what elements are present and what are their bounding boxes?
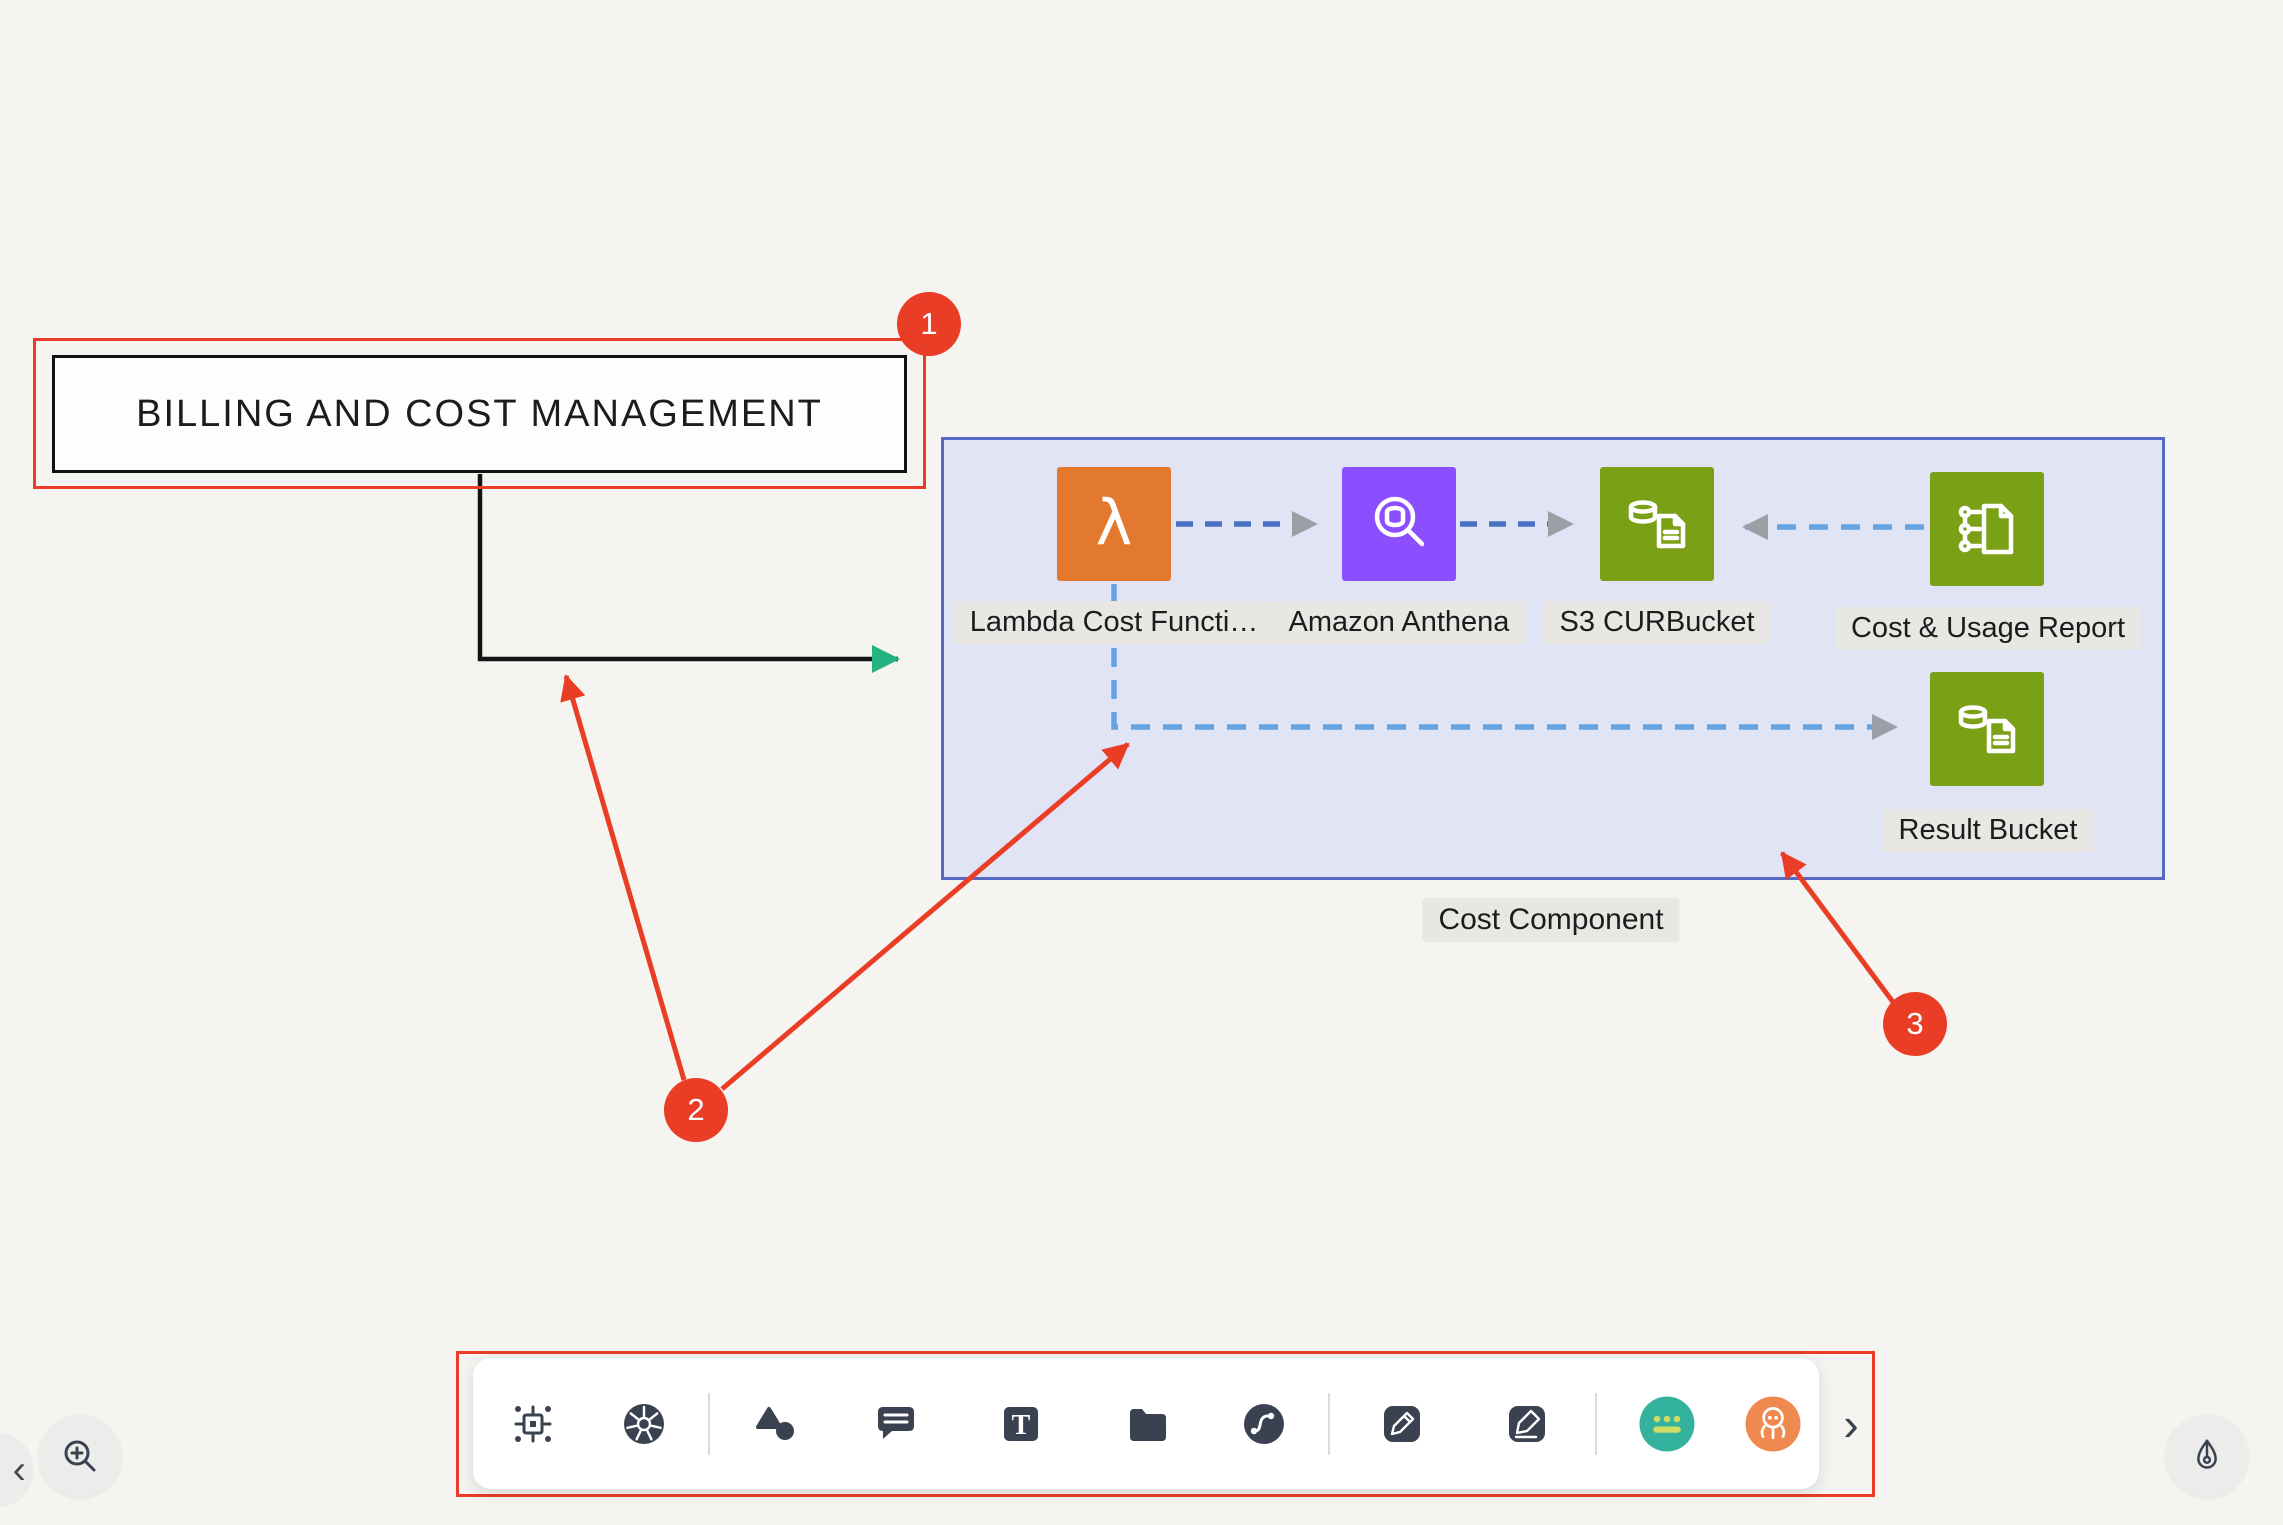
terminal-app-icon — [1639, 1396, 1695, 1452]
frame-icon — [1130, 1409, 1166, 1441]
group-label: Cost Component — [1422, 898, 1680, 942]
connector-icon — [1244, 1404, 1284, 1444]
chevron-left-icon: ‹ — [12, 1447, 26, 1492]
cost-usage-report-icon — [1958, 503, 2014, 555]
amazon-athena-icon — [1374, 496, 1425, 547]
title-node-label: BILLING AND COST MANAGEMENT — [136, 392, 823, 435]
kubernetes-button[interactable] — [608, 1388, 680, 1460]
node-label-lambda: Lambda Cost Functi… — [953, 601, 1275, 644]
pen-nib-icon — [2197, 1439, 2217, 1469]
diagram-as-code-button[interactable] — [497, 1388, 569, 1460]
node-label-s3-cur-bucket: S3 CURBucket — [1543, 601, 1771, 644]
mascot-app-icon — [1745, 1396, 1801, 1452]
toolbar-divider — [708, 1393, 710, 1455]
toolbar-expand-button[interactable]: › — [1827, 1395, 1875, 1453]
toolbar-divider — [1328, 1393, 1330, 1455]
pen-tool-button[interactable] — [2166, 1415, 2248, 1497]
comment-icon — [878, 1407, 914, 1439]
kubernetes-icon — [624, 1404, 664, 1444]
zoom-in-button[interactable] — [39, 1415, 121, 1497]
node-label-cost-usage-report: Cost & Usage Report — [1834, 607, 2142, 650]
text-icon: T — [1004, 1407, 1038, 1441]
mascot-app-button[interactable] — [1732, 1383, 1814, 1465]
svg-text:T: T — [1012, 1410, 1031, 1441]
node-lambda-cost-function[interactable]: λ — [1057, 467, 1171, 581]
aws-lambda-icon: λ — [1096, 486, 1133, 559]
svg-text:λ: λ — [1096, 486, 1133, 559]
chevron-right-icon: › — [1843, 1398, 1859, 1450]
comment-button[interactable] — [860, 1388, 932, 1460]
annotation-badge-3[interactable]: 3 — [1883, 992, 1947, 1056]
pen-button[interactable] — [1366, 1388, 1438, 1460]
s3-bucket-icon — [1958, 705, 2016, 754]
connector-billing-to-group[interactable] — [477, 474, 900, 673]
s3-bucket-icon — [1628, 500, 1686, 549]
shapes-button[interactable] — [740, 1388, 812, 1460]
node-label-result-bucket: Result Bucket — [1882, 809, 2094, 852]
node-label-athena: Amazon Anthena — [1272, 601, 1526, 644]
text-button[interactable]: T — [985, 1388, 1057, 1460]
frame-button[interactable] — [1110, 1388, 1182, 1460]
toolbar-divider — [1595, 1393, 1597, 1455]
annotation-badge-1[interactable]: 1 — [897, 292, 961, 356]
node-result-bucket[interactable] — [1930, 672, 2044, 786]
pen-icon — [1384, 1406, 1420, 1442]
marker-button[interactable] — [1491, 1388, 1563, 1460]
shapes-icon — [756, 1407, 794, 1440]
node-s3-cur-bucket[interactable] — [1600, 467, 1714, 581]
zoom-in-icon — [64, 1440, 96, 1472]
connector-button[interactable] — [1228, 1388, 1300, 1460]
node-billing-cost-management[interactable]: BILLING AND COST MANAGEMENT — [52, 355, 907, 473]
terminal-app-button[interactable] — [1626, 1383, 1708, 1465]
marker-icon — [1509, 1406, 1545, 1442]
annotation-arrow-2a[interactable] — [560, 674, 687, 1081]
node-amazon-athena[interactable] — [1342, 467, 1456, 581]
diagram-as-code-icon — [514, 1405, 552, 1443]
annotation-badge-2[interactable]: 2 — [664, 1078, 728, 1142]
node-cost-usage-report[interactable] — [1930, 472, 2044, 586]
panel-collapse-button[interactable]: ‹ — [0, 1432, 34, 1508]
